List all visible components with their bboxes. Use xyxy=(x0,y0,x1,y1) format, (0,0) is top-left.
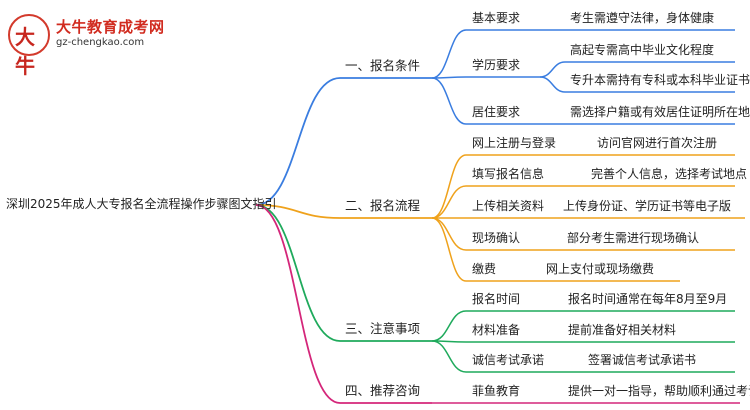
section-to-item-connector xyxy=(431,310,467,342)
site-logo[interactable]: 大牛 大牛教育成考网 gz-chengkao.com xyxy=(8,14,168,78)
section-title: 四、推荐咨询 xyxy=(345,383,421,398)
root-to-section-connector xyxy=(255,77,341,206)
section-title: 三、注意事项 xyxy=(345,321,421,336)
branch-detail: 需选择户籍或有效居住证明所在地市 xyxy=(570,105,750,119)
section-to-item-connector xyxy=(431,340,467,373)
section-to-item-connector xyxy=(431,217,467,251)
branch-label: 现场确认 xyxy=(472,231,521,245)
section-to-item-connector xyxy=(431,76,467,79)
section-to-item-connector xyxy=(431,29,467,79)
branch-label: 居住要求 xyxy=(472,105,521,119)
branch-detail: 完善个人信息，选择考试地点 xyxy=(591,167,748,181)
item-to-detail-connector xyxy=(539,61,566,78)
root-to-section-connector xyxy=(255,204,341,342)
root-to-section-connector xyxy=(255,204,341,219)
branch-label: 诚信考试承诺 xyxy=(472,353,545,367)
branch-detail: 签署诚信考试承诺书 xyxy=(588,353,697,367)
branch-detail: 访问官网进行首次注册 xyxy=(597,136,718,150)
item-to-detail-connector xyxy=(539,76,566,93)
section-title: 二、报名流程 xyxy=(345,198,421,213)
root-topic: 深圳2025年成人大专报名全流程操作步骤图文指引 xyxy=(6,197,277,211)
branch-label: 材料准备 xyxy=(472,323,521,337)
root-to-section-connector xyxy=(255,204,341,404)
branch-label: 上传相关资料 xyxy=(472,199,545,213)
branch-label: 缴费 xyxy=(472,262,497,276)
branch-detail: 专升本需持有专科或本科毕业证书 xyxy=(570,73,750,87)
branch-label: 菲鱼教育 xyxy=(472,384,521,398)
branch-detail: 部分考生需进行现场确认 xyxy=(567,231,700,245)
branch-detail: 提供一对一指导，帮助顺利通过考试 xyxy=(568,384,750,398)
section-to-item-connector xyxy=(431,185,467,219)
branch-detail: 上传身份证、学历证书等电子版 xyxy=(563,199,732,213)
section-to-item-connector xyxy=(431,154,467,219)
branch-detail: 提前准备好相关材料 xyxy=(568,323,677,337)
section-to-item-connector xyxy=(431,77,467,125)
branch-label: 报名时间 xyxy=(472,292,521,306)
section-title: 一、报名条件 xyxy=(345,58,421,73)
branch-detail: 考生需遵守法律，身体健康 xyxy=(570,11,715,25)
branch-label: 学历要求 xyxy=(472,58,521,72)
branch-label: 网上注册与登录 xyxy=(472,136,557,150)
logo-url: gz-chengkao.com xyxy=(56,37,145,48)
branch-detail: 网上支付或现场缴费 xyxy=(546,262,655,276)
branch-detail: 高起专需高中毕业文化程度 xyxy=(570,43,715,57)
branch-label: 填写报名信息 xyxy=(472,167,545,181)
logo-mark-icon: 大牛 xyxy=(8,14,50,78)
branch-label: 基本要求 xyxy=(472,11,521,25)
section-to-item-connector xyxy=(431,217,467,282)
branch-detail: 报名时间通常在每年8月至9月 xyxy=(568,292,728,306)
logo-name: 大牛教育成考网 xyxy=(56,18,165,36)
